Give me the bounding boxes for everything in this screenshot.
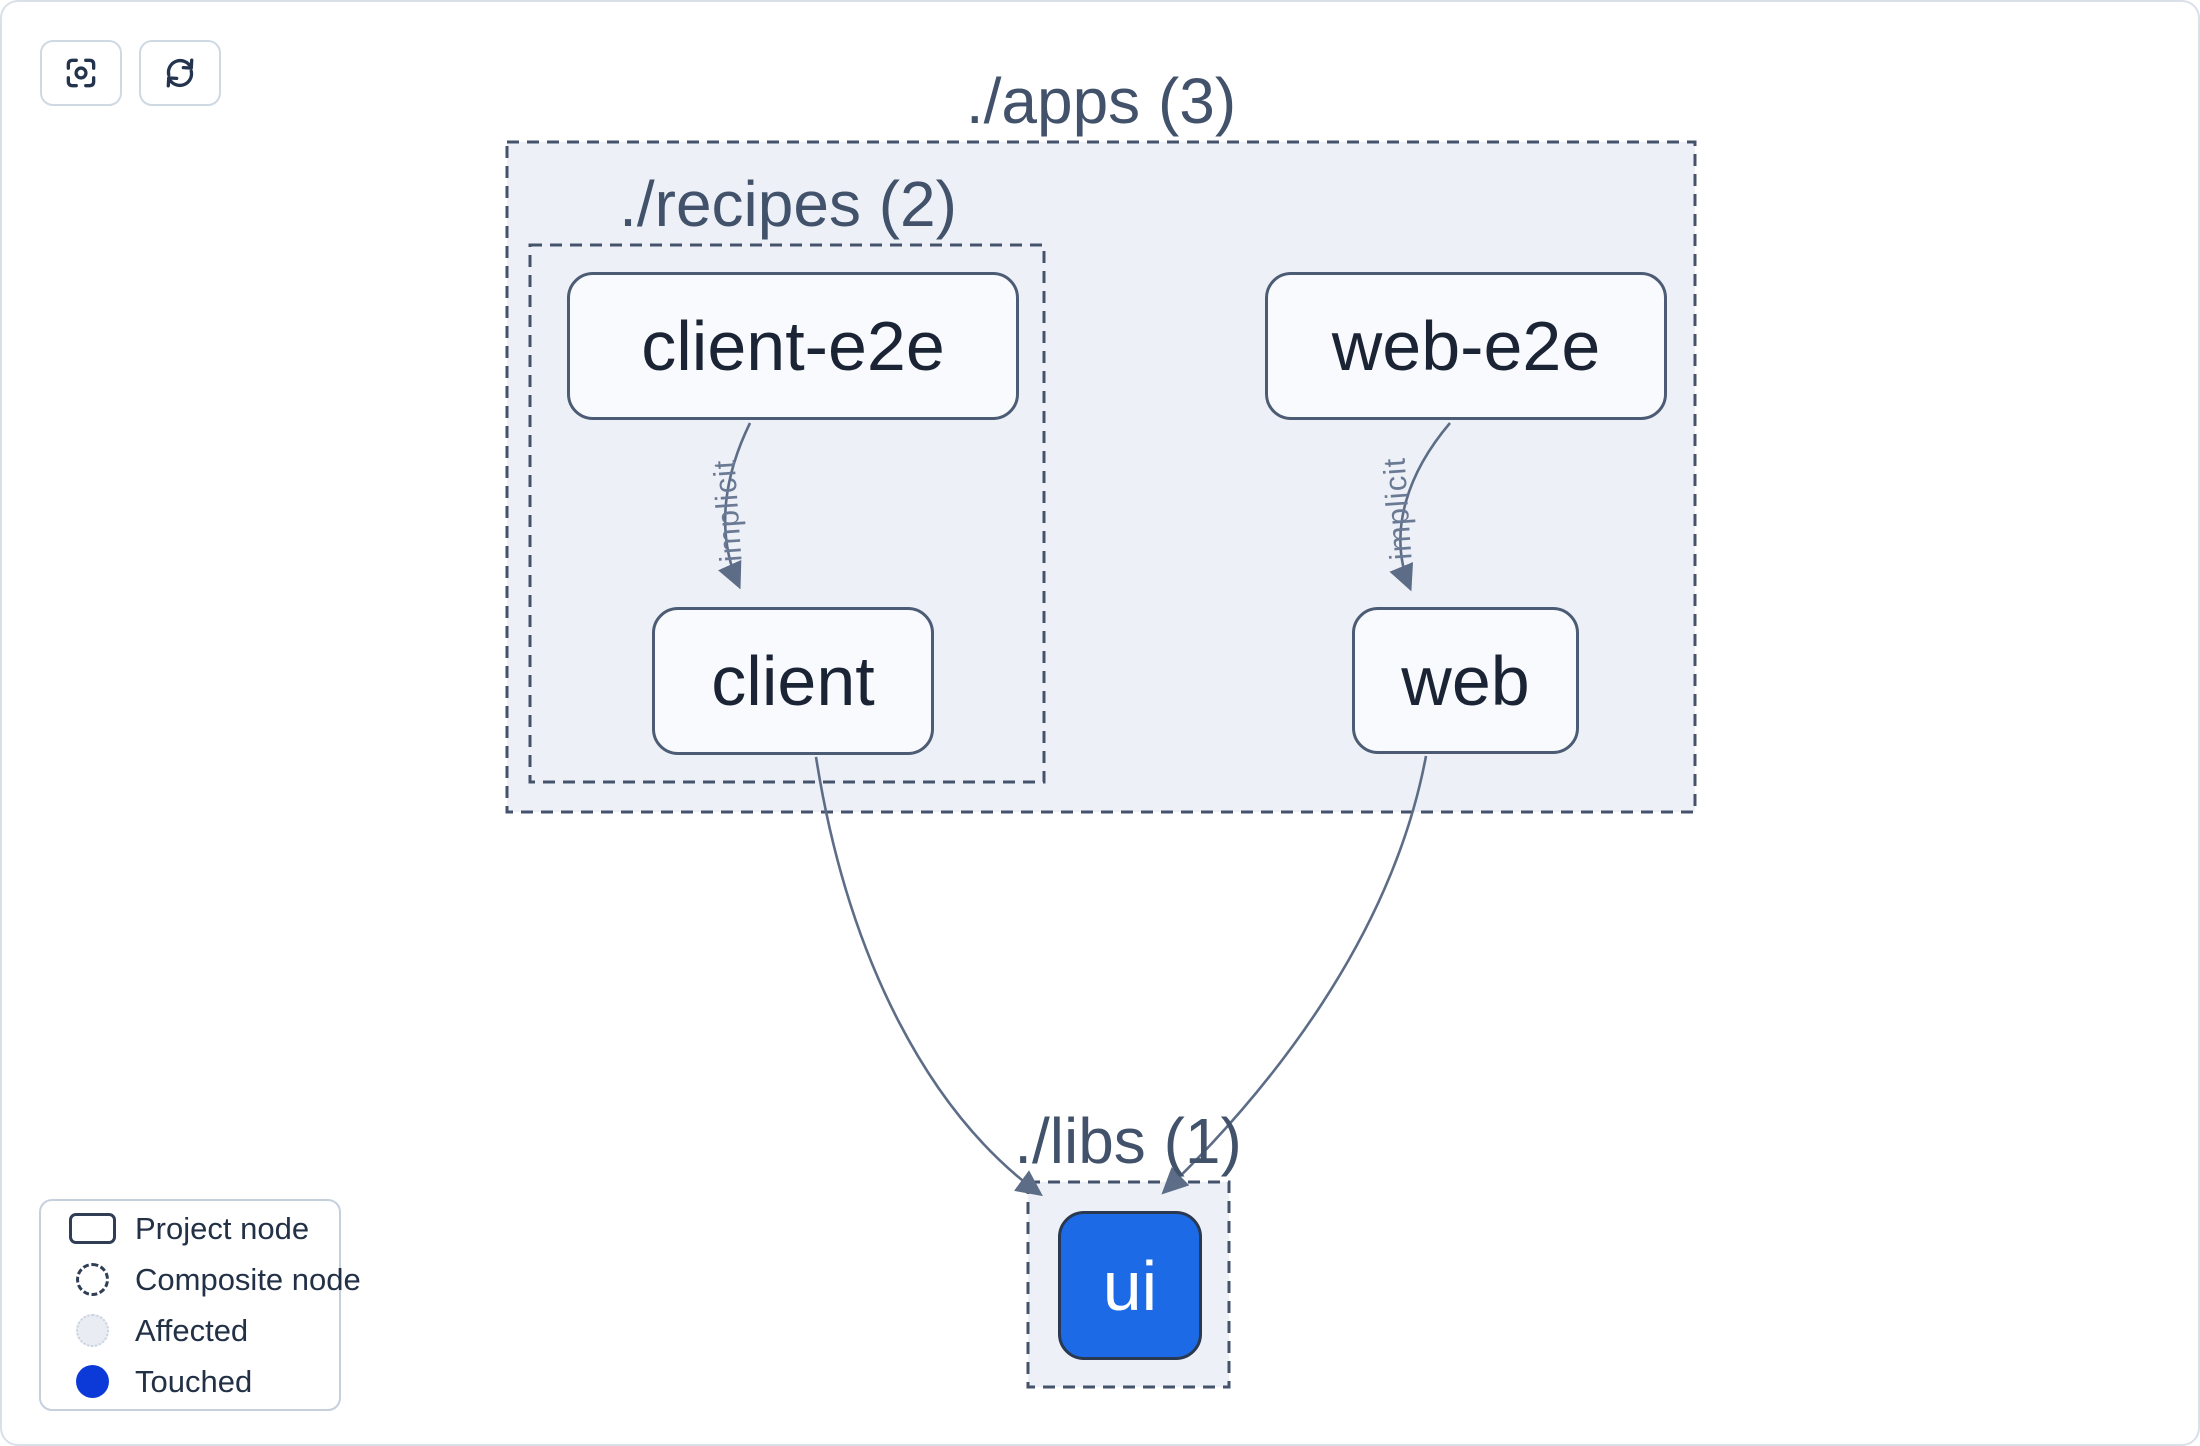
edge-client-to-ui xyxy=(814,756,1043,1197)
legend-panel: Project node Composite node Affected Tou… xyxy=(39,1199,361,1411)
legend-row-touched: Touched xyxy=(61,1364,319,1400)
legend-label: Affected xyxy=(135,1312,249,1348)
legend-label: Project node xyxy=(135,1210,310,1246)
group-label-recipes: ./recipes (2) xyxy=(619,168,957,240)
legend-label: Composite node xyxy=(135,1261,361,1297)
focus-reset-button[interactable] xyxy=(40,40,122,106)
focus-icon xyxy=(66,58,96,88)
graph-toolbar xyxy=(40,40,221,106)
group-label-libs: ./libs (1) xyxy=(1014,1105,1242,1177)
node-client-e2e[interactable]: client-e2e xyxy=(567,272,1019,420)
node-web-e2e[interactable]: web-e2e xyxy=(1265,272,1667,420)
refresh-icon xyxy=(166,58,194,88)
composite-node-swatch xyxy=(75,1263,109,1296)
edge-client-e2e-to-client xyxy=(718,422,752,590)
legend-row-affected: Affected xyxy=(61,1313,319,1349)
legend-label: Touched xyxy=(135,1363,253,1399)
node-client[interactable]: client xyxy=(652,607,934,755)
affected-swatch xyxy=(75,1314,109,1347)
edge-label-implicit-right: implicit xyxy=(1376,456,1418,561)
edge-label-implicit-left: implicit xyxy=(706,458,748,563)
edge-web-e2e-to-web xyxy=(1389,422,1451,592)
legend-row-composite-node: Composite node xyxy=(61,1262,361,1298)
project-node-swatch xyxy=(68,1213,116,1244)
refresh-button[interactable] xyxy=(139,40,221,106)
touched-swatch xyxy=(75,1365,109,1398)
edge-web-to-ui xyxy=(1161,755,1428,1195)
node-ui[interactable]: ui xyxy=(1058,1211,1202,1360)
legend-row-project-node: Project node xyxy=(61,1211,319,1247)
group-label-apps: ./apps (3) xyxy=(965,65,1237,137)
node-web[interactable]: web xyxy=(1352,607,1579,754)
